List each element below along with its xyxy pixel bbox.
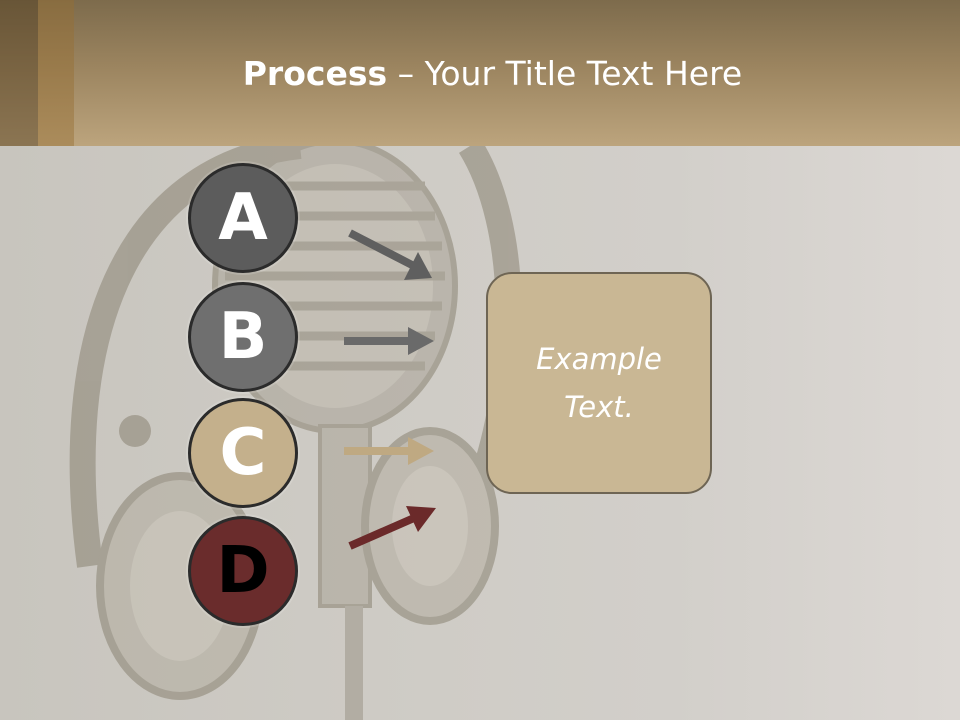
arrow-c <box>344 437 434 465</box>
step-d-circle: D <box>188 516 298 626</box>
slide-title-rest: – Your Title Text Here <box>387 54 743 93</box>
slide-title: Process – Your Title Text Here <box>0 50 960 98</box>
slide-title-bold: Process <box>242 54 388 93</box>
title-bar: Process – Your Title Text Here <box>0 0 960 146</box>
arrow-a <box>348 229 432 280</box>
step-c-circle: C <box>188 398 298 508</box>
example-text: Example Text. <box>536 342 662 424</box>
arrow-b <box>344 327 434 355</box>
example-text-box: Example Text. <box>486 272 712 494</box>
header-accent-stripe-light <box>38 0 74 146</box>
header-accent-stripe <box>0 0 38 146</box>
step-a-circle: A <box>188 163 298 273</box>
step-b-circle: B <box>188 282 298 392</box>
arrow-d <box>348 506 436 550</box>
